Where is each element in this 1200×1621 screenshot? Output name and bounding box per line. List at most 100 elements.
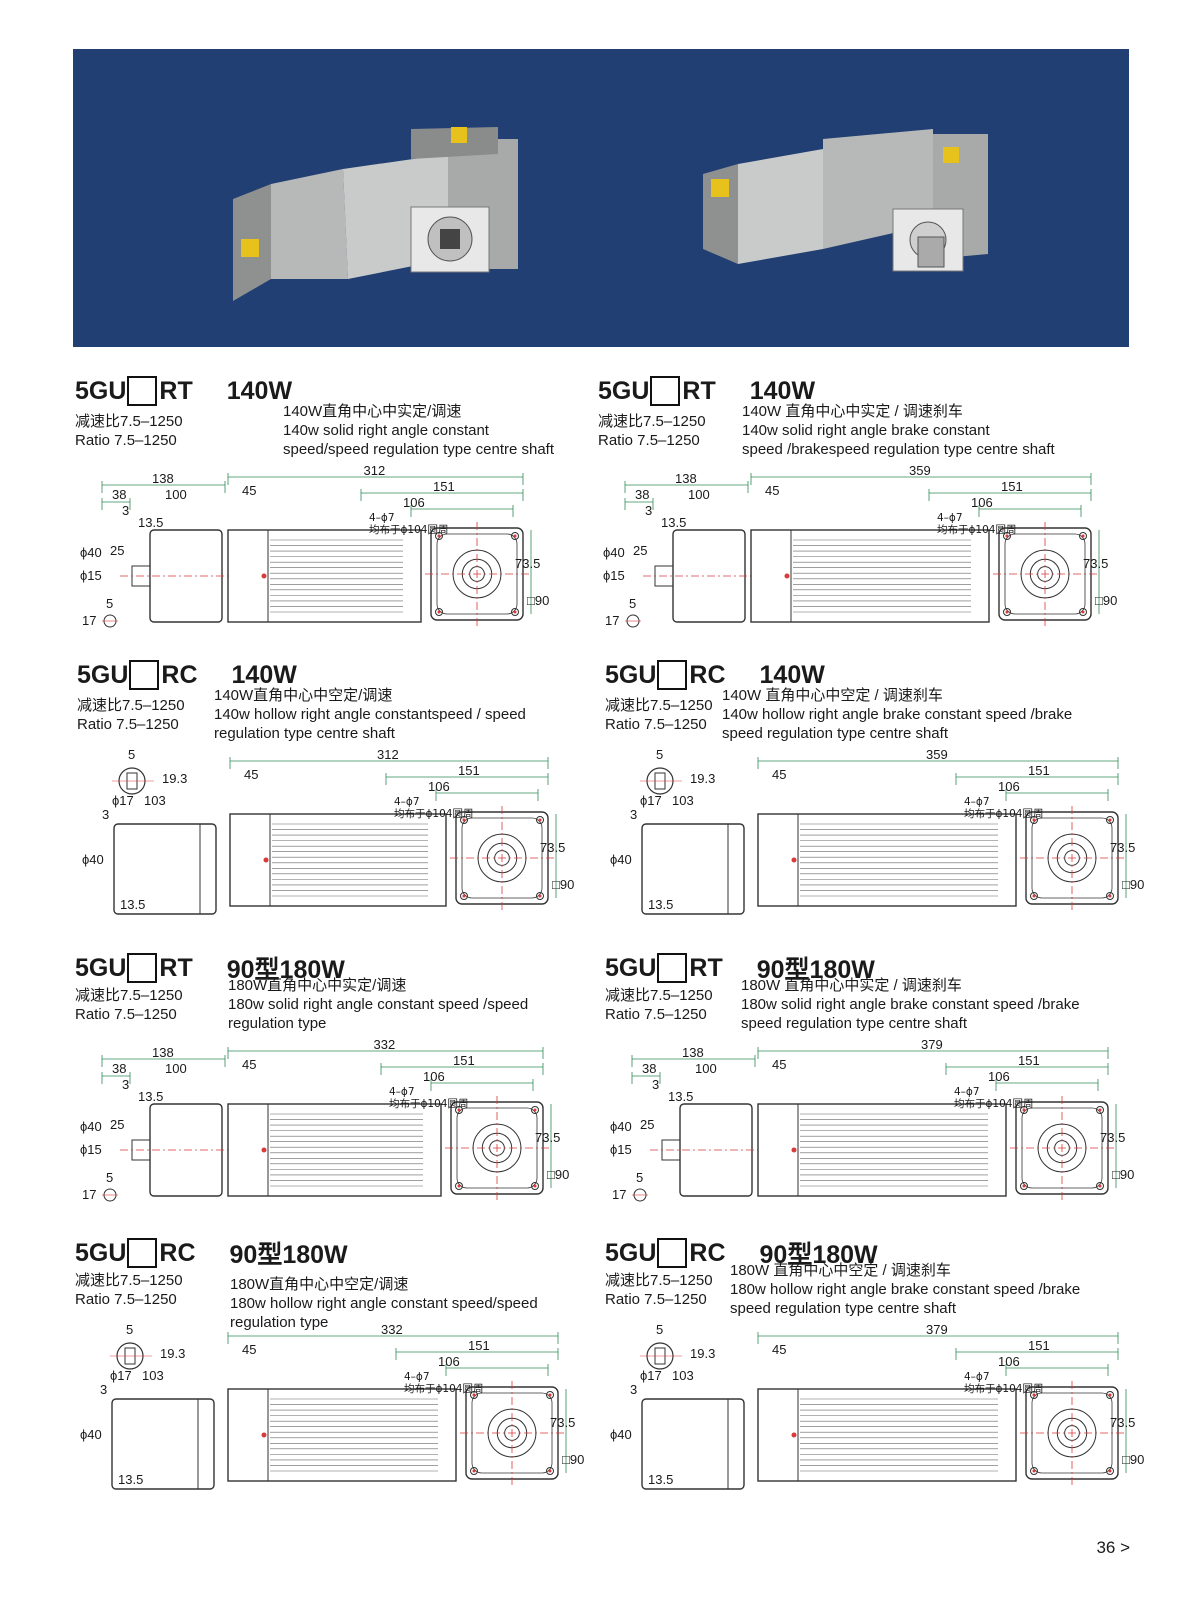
dim-d106: 106 (423, 1069, 445, 1084)
dim-holes_cn: 均布于ϕ104圆周 (937, 524, 1016, 536)
dim-d13: 13.5 (668, 1089, 693, 1104)
dim-holes_cn: 均布于ϕ104圆周 (954, 1098, 1033, 1110)
dim-holes_cn: 均布于ϕ104圆周 (389, 1098, 468, 1110)
dim-d19: 19.3 (690, 771, 715, 786)
dim-d15: ϕ15 (80, 568, 102, 583)
dim-d5: 5 (629, 596, 636, 611)
dim-d17: 17 (612, 1187, 626, 1202)
dim-d73: 73.5 (1110, 840, 1135, 855)
model-code-box (127, 953, 158, 983)
dim-d151: 151 (1001, 479, 1023, 494)
dim-d45: 45 (242, 1057, 256, 1072)
dim-d45: 45 (772, 1342, 786, 1357)
dim-holes: 4–ϕ7 (389, 1086, 415, 1098)
dim-d151: 151 (1028, 763, 1050, 778)
dim-holes_cn: 均布于ϕ104圆周 (404, 1383, 483, 1395)
dim-d45: 45 (242, 483, 256, 498)
dim-d90: □90 (562, 1452, 584, 1467)
dim-d19: 19.3 (162, 771, 187, 786)
dim-d5: 5 (636, 1170, 643, 1185)
dim-d13: 13.5 (648, 897, 673, 912)
dim-d103: 103 (672, 1368, 694, 1383)
dim-d151: 151 (468, 1338, 490, 1353)
model-code-box (127, 376, 158, 406)
dim-d3: 3 (645, 503, 652, 518)
dim-d90: □90 (1112, 1167, 1134, 1182)
dim-d17: 17 (82, 1187, 96, 1202)
dim-d103: 103 (142, 1368, 164, 1383)
dim-d151: 151 (433, 479, 455, 494)
dim-holes: 4–ϕ7 (369, 512, 395, 524)
dim-d73: 73.5 (1083, 556, 1108, 571)
dim-d45: 45 (772, 1057, 786, 1072)
dim-d3: 3 (652, 1077, 659, 1092)
dim-d40: ϕ40 (610, 1427, 632, 1442)
dim-d3: 3 (122, 1077, 129, 1092)
dim-d45: 45 (244, 767, 258, 782)
dim-d19: 19.3 (160, 1346, 185, 1361)
dim-total: 312 (364, 463, 386, 478)
dim-d13: 13.5 (648, 1472, 673, 1487)
dim-holes_cn: 均布于ϕ104圆周 (964, 808, 1043, 820)
dim-d13: 13.5 (661, 515, 686, 530)
dim-d17: ϕ17 (640, 793, 662, 808)
dim-d40: ϕ40 (603, 545, 625, 560)
dim-d106: 106 (438, 1354, 460, 1369)
dim-d5: 5 (126, 1322, 133, 1337)
model-code-box (657, 660, 688, 690)
dim-total: 312 (377, 747, 399, 762)
solid-shaft-motor-image (233, 127, 518, 301)
dim-d15: ϕ15 (610, 1142, 632, 1157)
dim-d40: ϕ40 (610, 1119, 632, 1134)
dim-d90: □90 (527, 593, 549, 608)
dim-total: 332 (381, 1322, 403, 1337)
dim-d106: 106 (988, 1069, 1010, 1084)
dim-total: 359 (909, 463, 931, 478)
dim-d38: 38 (112, 1061, 126, 1076)
dim-holes_cn: 均布于ϕ104圆周 (369, 524, 448, 536)
dim-d45: 45 (772, 767, 786, 782)
dim-d17: 17 (605, 613, 619, 628)
hollow-shaft-motor-image (703, 129, 988, 272)
dim-d73: 73.5 (550, 1415, 575, 1430)
dim-d40: ϕ40 (80, 1119, 102, 1134)
dim-d15: ϕ15 (80, 1142, 102, 1157)
dim-total: 359 (926, 747, 948, 762)
dim-d73: 73.5 (540, 840, 565, 855)
dim-d40: ϕ40 (610, 852, 632, 867)
dim-d13: 13.5 (138, 1089, 163, 1104)
dim-d17: 17 (82, 613, 96, 628)
dim-d38: 38 (112, 487, 126, 502)
dim-d5: 5 (656, 747, 663, 762)
dim-d103: 103 (144, 793, 166, 808)
model-code-box (650, 376, 681, 406)
dim-d106: 106 (403, 495, 425, 510)
dim-d40: ϕ40 (80, 1427, 102, 1442)
dim-d90: □90 (1122, 1452, 1144, 1467)
